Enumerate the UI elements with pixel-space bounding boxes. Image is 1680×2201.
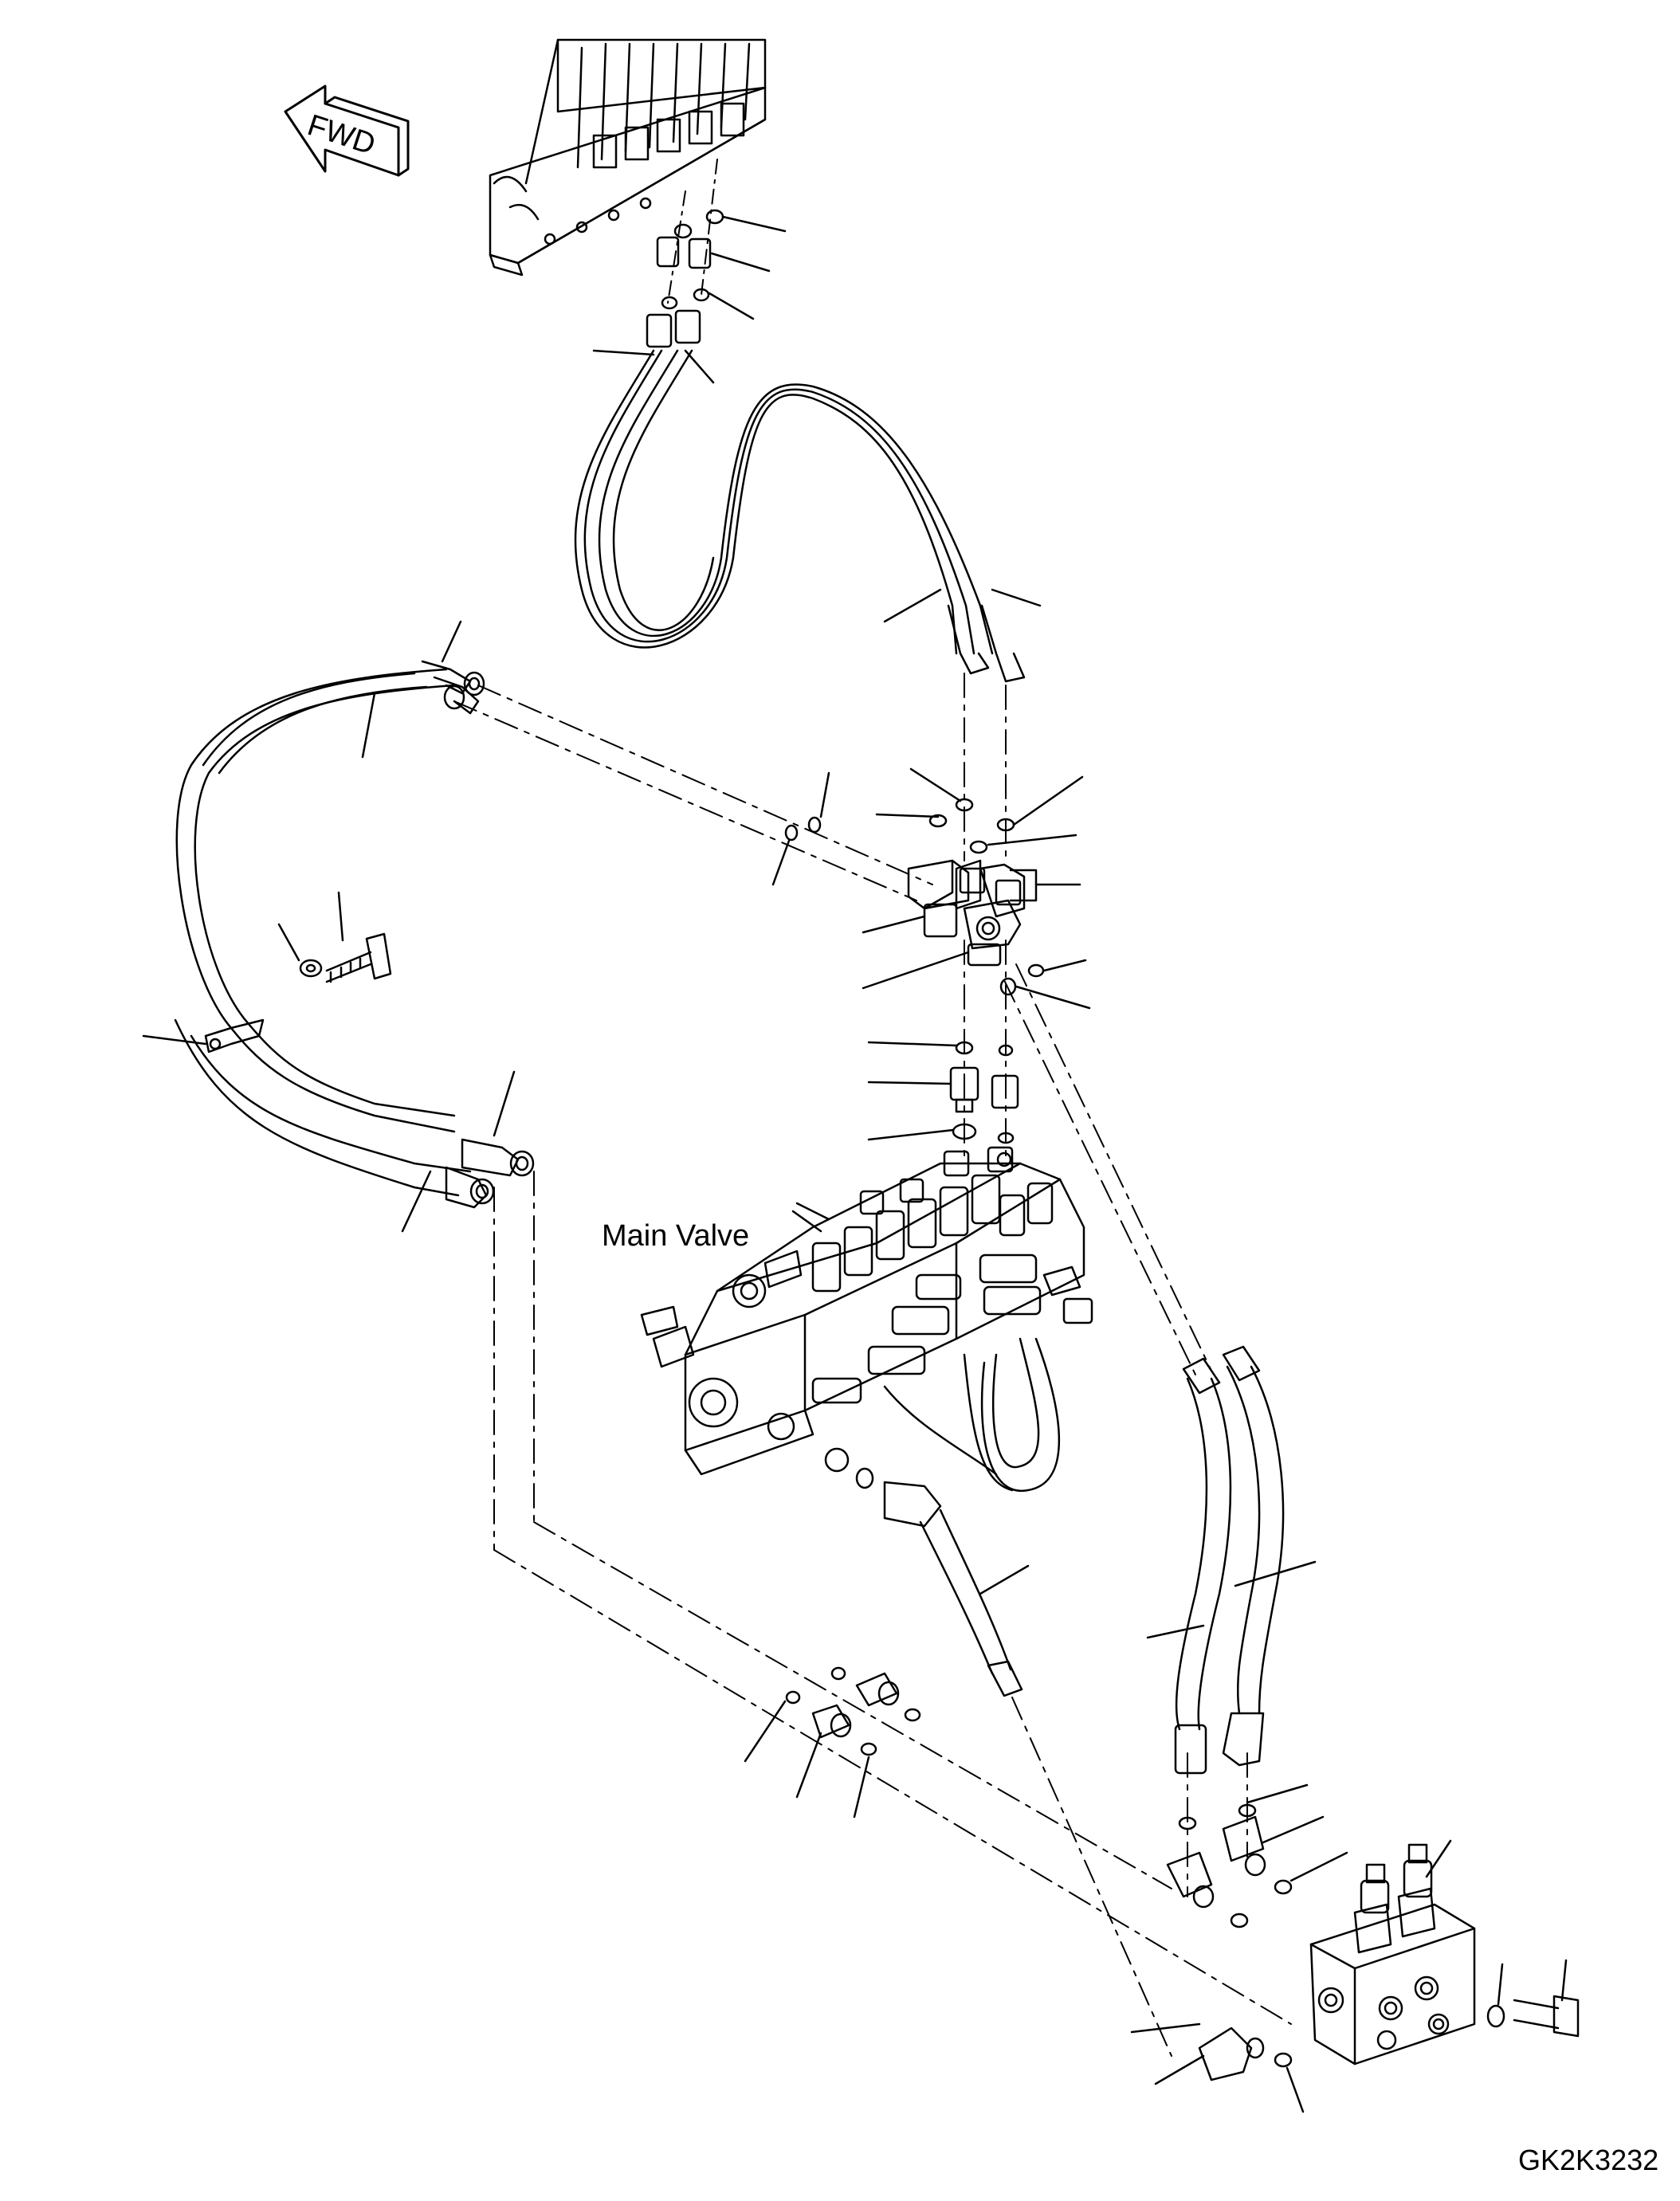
right-hoses: [1146, 1345, 1317, 1775]
lower-left-fittings: [744, 1666, 921, 1818]
left-hoses: [142, 620, 535, 1233]
main-valve-label: Main Valve: [602, 1219, 750, 1253]
solenoid-valve-block: [1130, 1783, 1580, 2113]
drawing-code: GK2K3232: [1518, 2144, 1659, 2176]
lower-center-hose: [855, 1467, 1030, 1697]
main-valve: [640, 1146, 1093, 1493]
top-fittings: [592, 159, 787, 384]
upper-hoses: [574, 349, 1042, 683]
fwd-arrow-icon: FWD: [284, 84, 410, 177]
tee-fittings: [771, 767, 1091, 1010]
top-valve-assembly: [489, 38, 767, 277]
routing-lines: [453, 673, 1292, 2057]
lower-fittings: [867, 1041, 1019, 1144]
